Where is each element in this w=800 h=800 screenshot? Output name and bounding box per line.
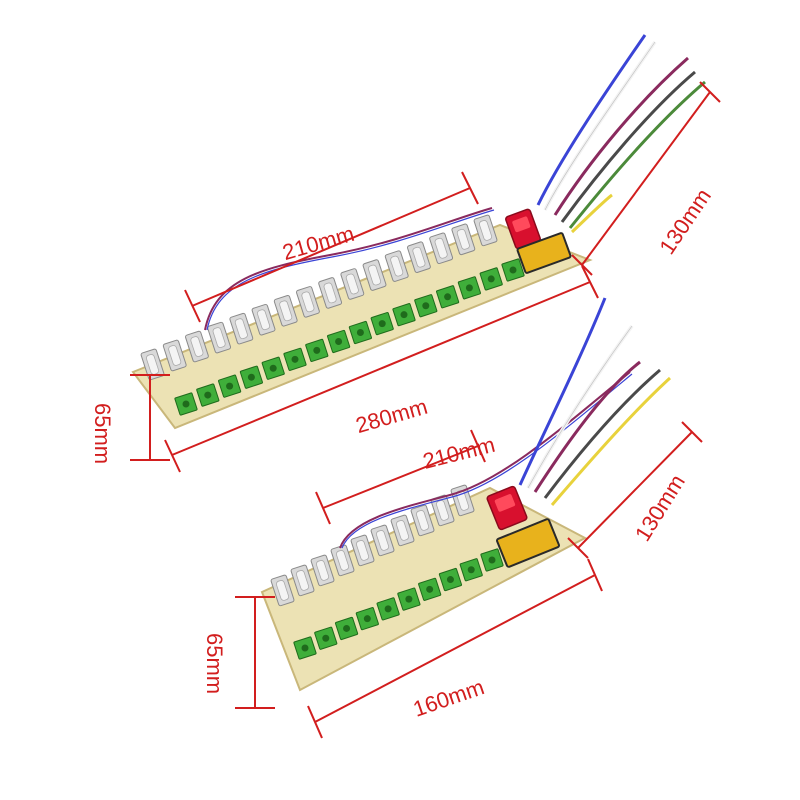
top-terminal-screw-1 [182,400,190,408]
bottom-terminal-screw-3 [343,624,351,632]
top-board [131,34,706,430]
bottom-power-terminal-block [496,518,560,568]
top-fuse-3 [190,336,204,357]
top-fuse-14 [434,237,448,259]
top-terminal-screw-9 [356,329,364,337]
top-ribbon-wire-2 [206,209,495,331]
top-fuse-7 [279,300,293,322]
bottom-total-length-label: 160mm [410,674,488,722]
top-terminal-row [174,258,525,416]
top-terminal-screw-2 [204,391,212,399]
bottom-power-wires [518,297,672,506]
top-fuse-2 [168,345,182,366]
bottom-switch-toggle [494,494,516,512]
top-terminal-screw-11 [400,311,408,319]
top-power-terminal-block [516,232,572,274]
bottom-inner-width-label: 210mm [420,432,497,474]
top-switch-toggle [512,216,531,233]
top-terminal-screw-5 [269,364,277,372]
top-inner-width-label: 210mm [280,221,357,265]
bottom-board [260,297,672,692]
top-fuse-5 [234,318,248,340]
top-fuse-6 [257,309,271,331]
bottom-dimension-lines [235,421,703,739]
bottom-terminal-screw-1 [301,644,309,652]
top-fuse-13 [412,246,426,268]
bottom-terminal-screw-2 [322,634,330,642]
top-terminal-screw-3 [226,382,234,390]
top-power-wires [536,34,706,234]
bottom-terminal-screw-6 [405,595,413,603]
bottom-fuse-8 [416,510,430,531]
top-fuse-1 [146,354,160,375]
bottom-fuse-4 [336,550,350,571]
top-fuse-9 [323,282,337,304]
top-fuse-8 [301,291,315,313]
top-terminal-screw-10 [378,320,386,328]
top-dimension-lines [130,81,721,473]
top-height-label: 65mm [90,403,115,464]
bottom-fuse-row [270,484,475,607]
bottom-fuse-5 [356,540,370,561]
top-fuse-15 [456,228,470,250]
bottom-fuse-1 [276,580,290,601]
top-fuse-row [140,214,498,381]
top-terminal-screw-13 [444,293,452,301]
bottom-fuse-3 [316,560,330,581]
top-fuse-10 [345,273,359,295]
top-total-length-label: 280mm [353,394,430,438]
top-fuse-16 [479,220,493,241]
top-terminal-screw-6 [291,355,299,363]
top-terminal-screw-8 [335,337,343,345]
top-terminal-screw-12 [422,302,430,310]
top-terminal-screw-14 [465,284,473,292]
bottom-terminal-screw-8 [446,576,454,584]
bottom-wire-length-label: 130mm [630,470,690,545]
bottom-fuse-2 [296,570,310,591]
top-fuse-4 [212,327,226,348]
bottom-terminal-screw-4 [363,615,371,623]
top-terminal-screw-16 [509,266,517,274]
top-terminal-screw-15 [487,275,495,283]
bottom-height-label: 65mm [202,633,227,694]
bottom-terminal-screw-10 [488,556,496,564]
bottom-terminal-row [293,548,504,660]
top-fuse-11 [368,264,382,286]
bottom-terminal-screw-5 [384,605,392,613]
top-fuse-12 [390,255,404,277]
top-terminal-screw-7 [313,346,321,354]
bottom-ribbon-wire-2 [341,373,633,549]
top-terminal-screw-4 [247,373,255,381]
bottom-fuse-7 [396,520,410,541]
bottom-fuse-6 [376,530,390,551]
top-wire-length-label: 130mm [654,184,716,259]
bottom-terminal-screw-9 [467,566,475,574]
bottom-ribbon-wire [339,371,631,549]
bottom-terminal-screw-7 [426,585,434,593]
